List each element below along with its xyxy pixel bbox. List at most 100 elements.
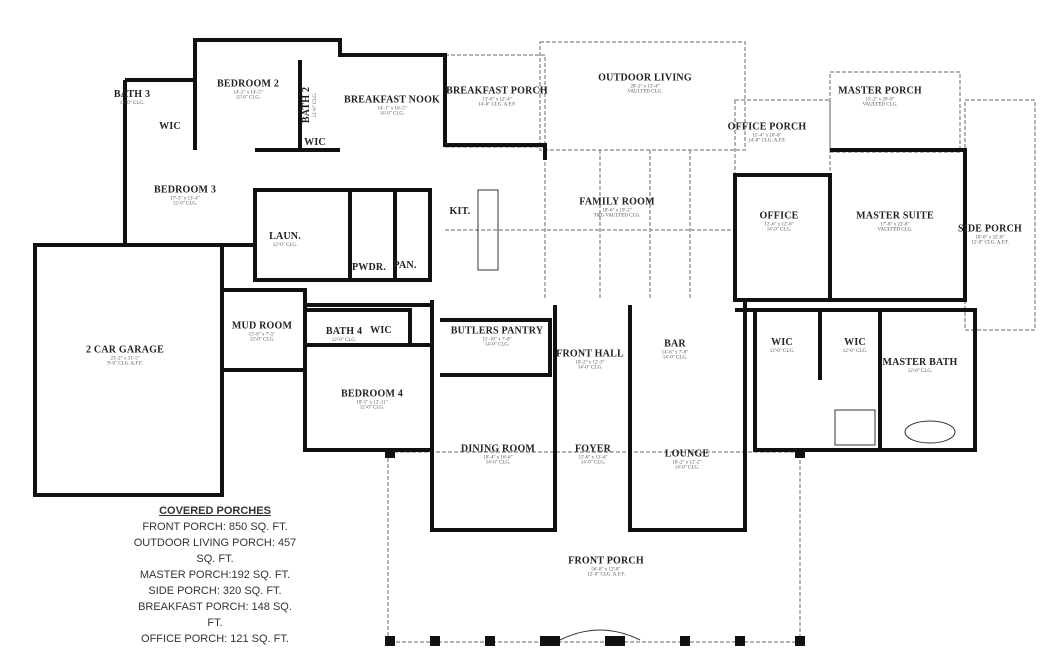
room-name: WIC <box>844 337 866 349</box>
room-name: MASTER PORCH <box>838 85 922 97</box>
room-ceiling: 9'-0" CLG. A.F.F. <box>107 361 143 367</box>
room-name: WIC <box>304 136 326 148</box>
master-bath-walls <box>735 308 977 452</box>
room-name: MUD ROOM <box>231 320 293 332</box>
room-dimensions: 11'-10" x 7'-0" <box>482 337 512 342</box>
legend-item: FRONT PORCH: 850 SQ. FT. <box>142 521 288 533</box>
room-ceiling: VAULTED CLG. <box>862 102 898 108</box>
center-walls <box>430 300 747 532</box>
shower-icon <box>834 409 876 446</box>
room-name: OUTDOOR LIVING <box>598 72 692 84</box>
room-dimensions: 14'-1" x 16'-5" <box>377 106 407 111</box>
room-name: DINING ROOM <box>460 443 536 455</box>
room-dimensions: 17'-8" x 22'-8" <box>880 222 910 227</box>
room-dimensions: 10'-2" x 12'-3" <box>575 360 605 365</box>
room-ceiling: 12'-0" CLG. <box>312 92 318 118</box>
room-ceiling: 14'-0" CLG. <box>674 465 700 471</box>
room-dimensions: 11'-4" x 10'-0" <box>752 133 782 138</box>
legend-title: COVERED PORCHES <box>159 505 271 517</box>
room-label: WIC <box>304 136 326 149</box>
fixtures <box>477 189 956 641</box>
legend-item: BREAKFAST PORCH: 148 SQ. FT. <box>138 601 292 629</box>
room-ceiling: 12'-0" CLG. A.F.F. <box>971 240 1009 246</box>
room-ceiling: 14'-0" CLG. A.F.F. <box>748 138 786 144</box>
room-dimensions: 11'-6" x 13'-6" <box>578 455 608 460</box>
room-ceiling: 14'-0" CLG. A.F.F. <box>478 102 516 108</box>
kitchen-island-icon <box>477 189 499 271</box>
room-name: BREAKFAST PORCH <box>446 85 548 97</box>
room-name: MASTER SUITE <box>856 210 934 222</box>
room-name: PWDR. <box>351 261 387 273</box>
room-name: 2 CAR GARAGE <box>86 344 164 356</box>
legend-item: MASTER PORCH:192 SQ. FT. <box>139 569 291 581</box>
room-name: BEDROOM 3 <box>153 184 217 196</box>
front-steps-icon <box>559 629 641 641</box>
garage-walls <box>33 243 224 497</box>
room-name: BATH 3 <box>113 89 151 101</box>
master-suite-walls <box>830 148 967 302</box>
room-dimensions: 18'-4" x 16'-6" <box>483 455 513 460</box>
bedroom-wing-walls <box>123 38 547 247</box>
room-name: PAN. <box>393 259 417 271</box>
room-name: WIC <box>159 120 181 132</box>
room-dimensions: 23'-2" x 31'-5" <box>110 356 140 361</box>
room-dimensions: 13'-6" x 12'-4" <box>482 97 512 102</box>
front-porch-outline <box>387 451 801 643</box>
bath4-walls <box>305 308 412 345</box>
room-label: PAN. <box>393 259 417 272</box>
legend-item: SIDE PORCH: 320 SQ. FT. <box>148 585 282 597</box>
room-ceiling: 12'-0" CLG. <box>272 242 298 248</box>
room-name: FAMILY ROOM <box>579 196 655 208</box>
room-label: PWDR. <box>351 261 387 274</box>
room-ceiling: 12'-0" CLG. <box>235 95 261 101</box>
family-room-beams <box>445 150 735 300</box>
room-label: WIC <box>370 324 392 337</box>
room-name: FOYER <box>575 443 611 455</box>
room-dimensions: 15'-2" x 20'-0" <box>865 97 895 102</box>
room-name: WIC <box>370 324 392 336</box>
room-name: KIT. <box>449 205 471 217</box>
room-ceiling: 14'-0" CLG. <box>662 355 688 361</box>
outdoor-living-outline <box>539 41 746 151</box>
room-dimensions: 12'-6" x 12'-6" <box>764 222 794 227</box>
walls <box>33 38 977 532</box>
side-porch-outline <box>964 99 1036 331</box>
room-ceiling: 12'-0" CLG. <box>907 368 933 374</box>
room-name: BATH 4 <box>325 326 363 338</box>
office-walls <box>733 173 832 302</box>
room-ceiling: 14'-0" CLG. <box>766 227 792 233</box>
room-ceiling: 12'-0" CLG. <box>359 405 385 411</box>
room-name: WIC <box>771 337 793 349</box>
room-dimensions: 14'-2" x 14'-5" <box>233 90 263 95</box>
room-name: OFFICE PORCH <box>727 121 807 133</box>
room-dimensions: 16'-2" x 12'-2" <box>672 460 702 465</box>
room-dimensions: 28'-2" x 15'-4" <box>630 84 660 89</box>
room-name: BREAKFAST NOOK <box>343 94 441 106</box>
room-ceiling: 14'-0" CLG. <box>484 342 510 348</box>
room-ceiling: 14'-0" CLG. <box>485 460 511 466</box>
room-ceiling: VAULTED CLG. <box>627 89 663 95</box>
room-ceiling: 12'-0" CLG. <box>331 337 357 343</box>
